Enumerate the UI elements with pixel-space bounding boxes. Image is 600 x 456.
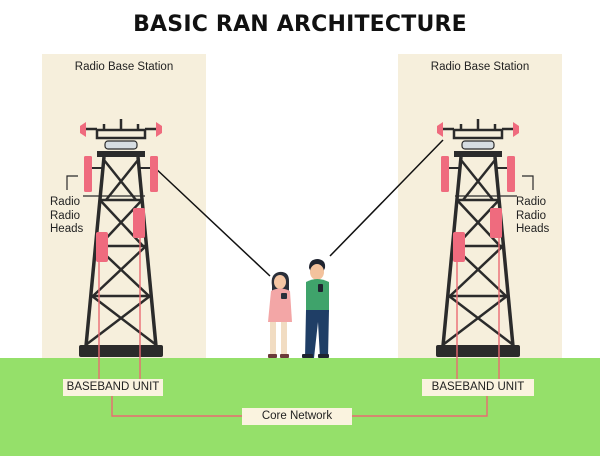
left-tower <box>79 119 163 357</box>
page-title: BASIC RAN ARCHITECTURE <box>133 12 467 37</box>
right-radio-head-upper <box>490 208 502 238</box>
right-top-dish-left <box>437 122 443 137</box>
left-top-dish-right <box>156 122 162 137</box>
right-top-dish-right <box>513 122 519 137</box>
right-side-antenna-left <box>441 156 449 192</box>
fiber-links <box>98 238 500 417</box>
left-station-label: Radio Base Station <box>74 61 174 73</box>
right-station-label: Radio Base Station <box>430 61 530 73</box>
left-rrh-label: Radio Radio Heads <box>50 196 83 237</box>
left-top-dish-left <box>80 122 86 137</box>
right-rrh-bracket <box>522 175 534 190</box>
left-rrh-line-1: Radio <box>50 196 81 208</box>
right-side-antenna-right <box>507 156 515 192</box>
right-rrh-label: Radio Radio Heads <box>516 196 549 237</box>
right-rrh-line-2: Radio <box>516 209 547 222</box>
signal-link-left <box>152 165 271 277</box>
left-rrh-bracket <box>66 175 78 190</box>
signal-link-right <box>329 139 444 257</box>
left-station-panel <box>42 54 206 366</box>
left-radio-head-lower <box>96 232 108 262</box>
core-network-box: Core Network <box>242 408 352 425</box>
right-station-panel <box>398 54 562 366</box>
person-woman <box>268 271 292 358</box>
left-side-antenna-left <box>84 156 92 192</box>
person-man <box>302 259 329 358</box>
left-radio-head-upper <box>133 208 145 238</box>
right-rrh-line-3: Heads <box>516 223 550 235</box>
ground <box>0 358 600 456</box>
right-radio-head-lower <box>453 232 465 262</box>
left-baseband-unit: BASEBAND UNIT <box>63 379 163 396</box>
left-rrh-line-2: Radio <box>50 209 81 222</box>
right-rrh-line-1: Radio <box>516 196 547 208</box>
left-side-antenna-right <box>150 156 158 192</box>
right-baseband-unit: BASEBAND UNIT <box>422 379 534 396</box>
left-rrh-line-3: Heads <box>50 223 84 235</box>
